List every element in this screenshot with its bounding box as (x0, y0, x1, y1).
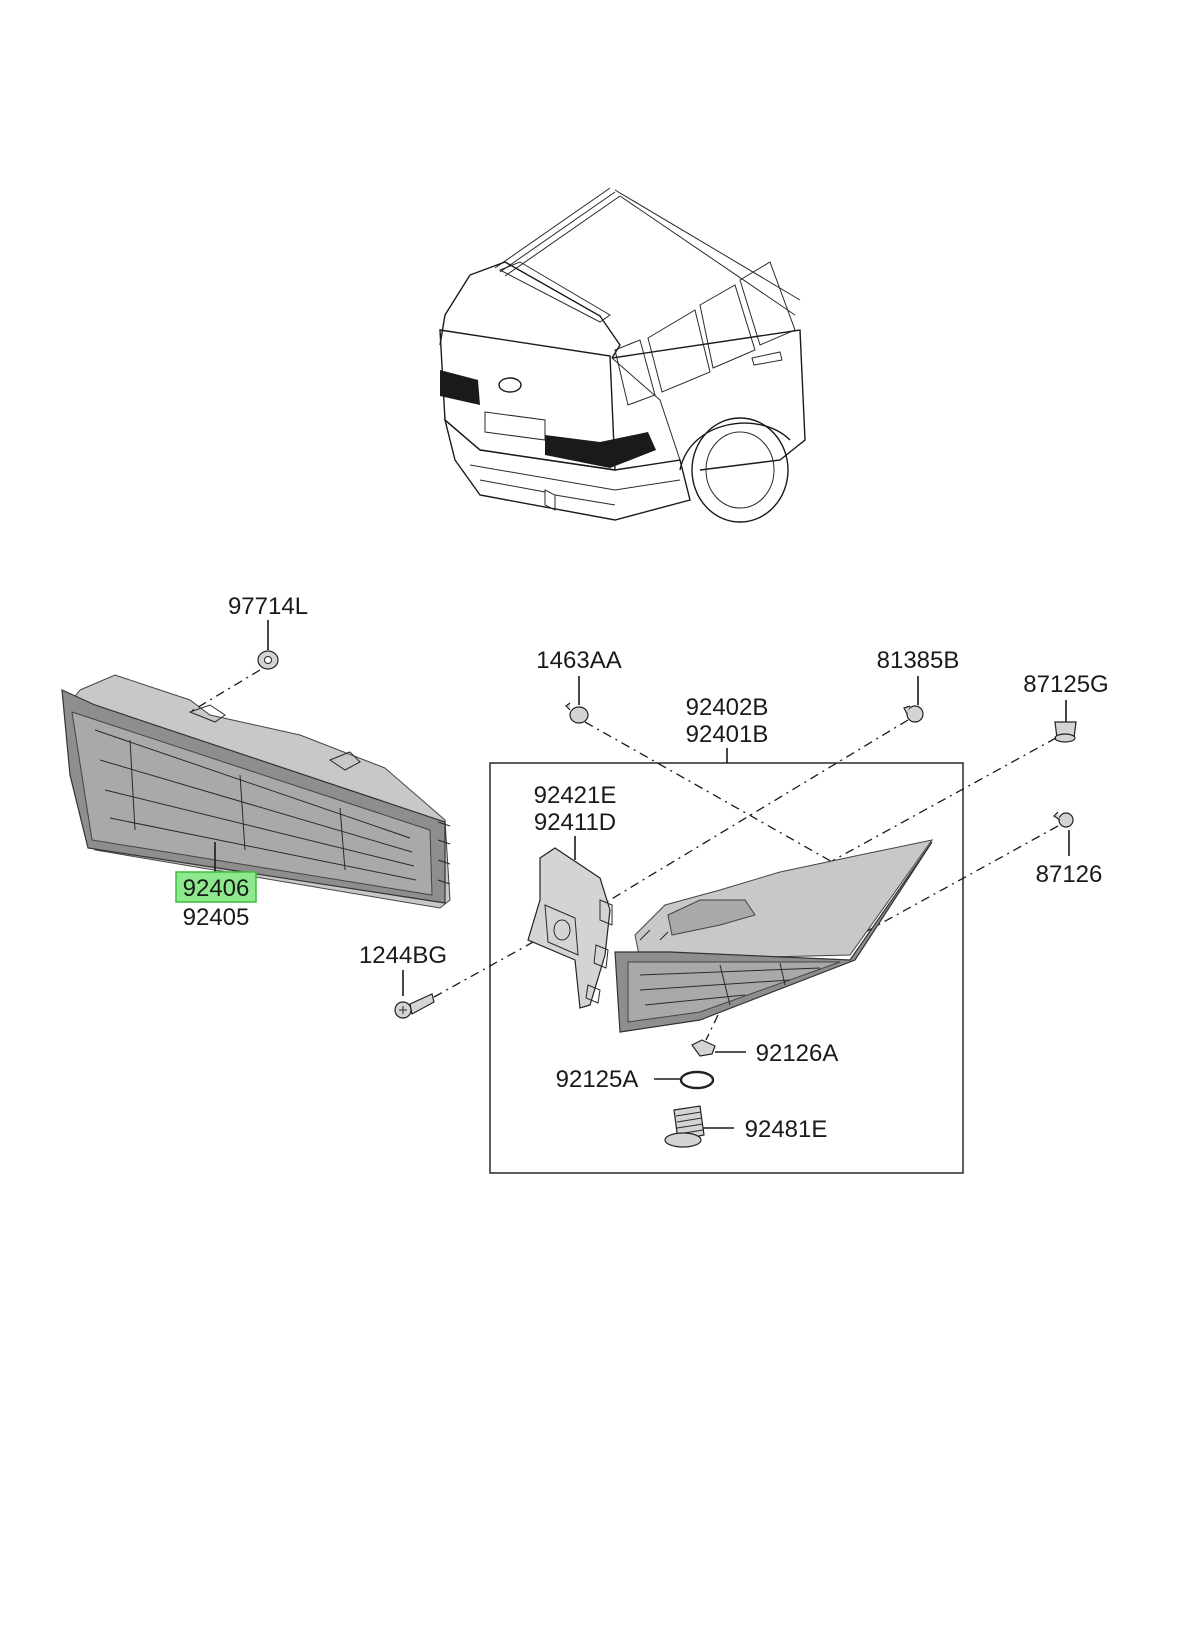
clip-87126-icon[interactable] (1053, 811, 1074, 828)
clip-1463AA-icon[interactable] (565, 702, 589, 724)
label-92402B[interactable]: 92402B (686, 694, 769, 721)
label-92406[interactable]: 92406 (183, 875, 250, 902)
dash-81385B (589, 719, 909, 913)
socket-92481E-icon[interactable] (664, 1105, 705, 1148)
gasket-92125A-icon[interactable] (679, 1070, 715, 1090)
lamp-bracket-92421E[interactable] (527, 847, 613, 1009)
bulb-92126A-icon[interactable] (691, 1039, 716, 1057)
label-92421E[interactable]: 92421E (534, 782, 617, 809)
brand-emblem-icon (498, 377, 522, 393)
label-92126A[interactable]: 92126A (756, 1040, 839, 1067)
label-92125A[interactable]: 92125A (556, 1066, 639, 1093)
dash-87126 (859, 825, 1059, 936)
label-97714L[interactable]: 97714L (228, 593, 308, 620)
dash-1463AA (584, 721, 851, 873)
clip-81385B-icon[interactable] (903, 705, 924, 723)
nut-97714L-icon[interactable] (257, 650, 279, 670)
screw-1244BG-icon[interactable] (394, 993, 435, 1019)
vehicle-rear-illustration (439, 187, 806, 523)
tail-light-band-right (545, 432, 656, 468)
dash-92126A (705, 1014, 719, 1041)
label-92481E[interactable]: 92481E (745, 1116, 828, 1143)
tail-light-band-left (440, 370, 480, 405)
rear-combination-lamp-inner[interactable] (614, 839, 934, 1033)
label-1463AA[interactable]: 1463AA (536, 647, 621, 674)
rear-combination-lamp-outer[interactable] (61, 674, 451, 909)
label-92405[interactable]: 92405 (183, 904, 250, 931)
label-81385B[interactable]: 81385B (877, 647, 960, 674)
label-92411D[interactable]: 92411D (534, 809, 616, 836)
label-92401B[interactable]: 92401B (686, 721, 769, 748)
highlight-box-92406 (175, 871, 257, 903)
label-87125G[interactable]: 87125G (1023, 671, 1108, 698)
label-87126[interactable]: 87126 (1036, 861, 1103, 888)
dash-97714L (189, 669, 261, 713)
label-1244BG[interactable]: 1244BG (359, 942, 447, 969)
grommet-87125G-icon[interactable] (1054, 721, 1077, 743)
